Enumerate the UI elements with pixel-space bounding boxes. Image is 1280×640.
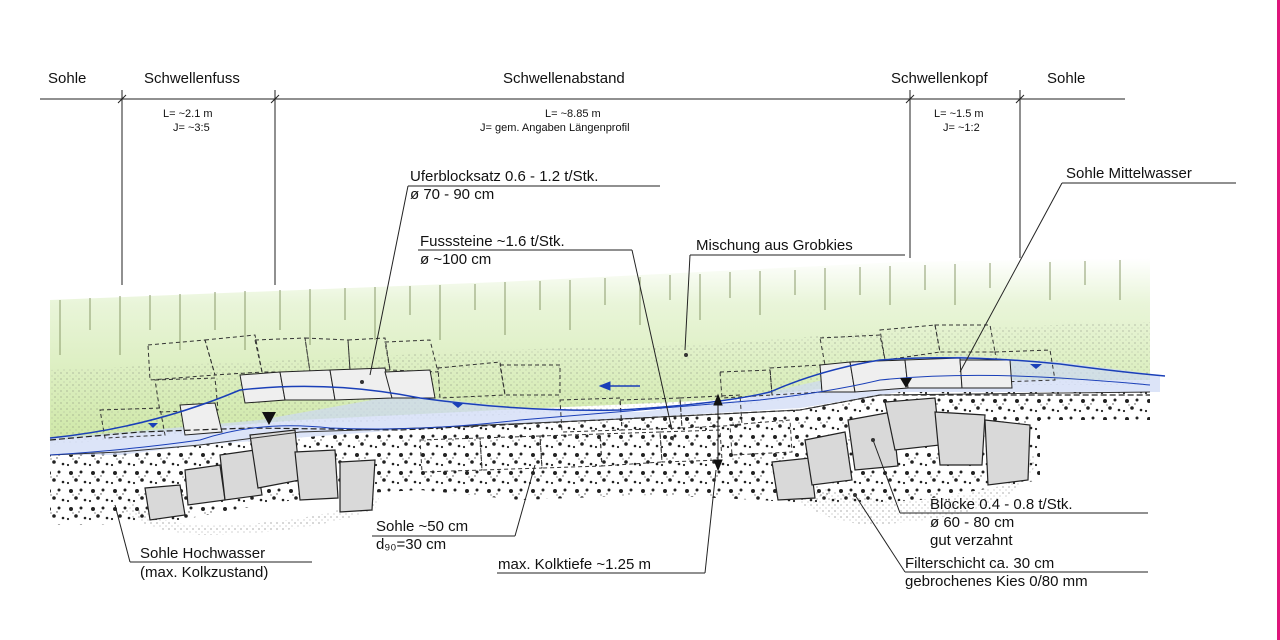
vegetation-ticks [59,260,1121,355]
dim-abstand-slope: J= gem. Angaben Längenprofil [480,122,630,134]
kolk-depth-dimension [713,393,723,472]
label-sohle-hochwasser: Sohle Hochwasser [140,545,265,562]
header-schwellenabstand: Schwellenabstand [503,70,625,87]
label-sohle-50: Sohle ~50 cm [376,518,468,535]
leader-lines [114,182,1236,574]
label-fusssteine-diameter: ø ~100 cm [420,251,491,268]
label-fusssteine: Fusssteine ~1.6 t/Stk. [420,233,565,250]
label-uferblocksatz-diameter: ø 70 - 90 cm [410,186,494,203]
label-mischung: Mischung aus Grobkies [696,237,853,254]
header-schwellenkopf: Schwellenkopf [891,70,989,87]
label-d90: d₉₀=30 cm [376,536,446,553]
dim-kopf-length: L= ~1.5 m [934,108,984,120]
label-sohle-mittelwasser: Sohle Mittelwasser [1066,165,1192,182]
label-uferblocksatz: Uferblocksatz 0.6 - 1.2 t/Stk. [410,168,598,185]
header-dimension-lines [40,90,1125,285]
label-kies: gebrochenes Kies 0/80 mm [905,573,1088,590]
water-level-marks [148,364,1042,428]
dim-abstand-length: L= ~8.85 m [545,108,601,120]
header-sohle-left: Sohle [48,70,86,87]
dim-kopf-slope: J= ~1:2 [943,122,980,134]
leader-dots [360,353,875,497]
bed-line-flood [49,394,1150,441]
water-line-flood [49,374,1151,456]
label-bloecke: Blöcke 0.4 - 0.8 t/Stk. [930,496,1073,513]
dim-fuss-slope: J= ~3:5 [173,122,210,134]
label-bloecke-diameter: ø 60 - 80 cm [930,514,1014,531]
label-kolkzustand: (max. Kolkzustand) [140,564,268,581]
header-sohle-right: Sohle [1047,70,1085,87]
right-edge-accent [1277,0,1280,640]
label-bloecke-verzahnt: gut verzahnt [930,532,1013,549]
water-line-mean [49,357,1166,439]
bed-markers [262,378,912,425]
header-schwellenfuss: Schwellenfuss [144,70,240,87]
uferblocksatz-blocks [179,357,1013,436]
filter-layer [770,450,1036,525]
filter-layer-left [125,495,380,535]
label-filterschicht: Filterschicht ca. 30 cm [905,555,1054,572]
dim-fuss-length: L= ~2.1 m [163,108,213,120]
label-kolktiefe: max. Kolktiefe ~1.25 m [498,556,651,573]
flow-arrow [598,381,640,391]
